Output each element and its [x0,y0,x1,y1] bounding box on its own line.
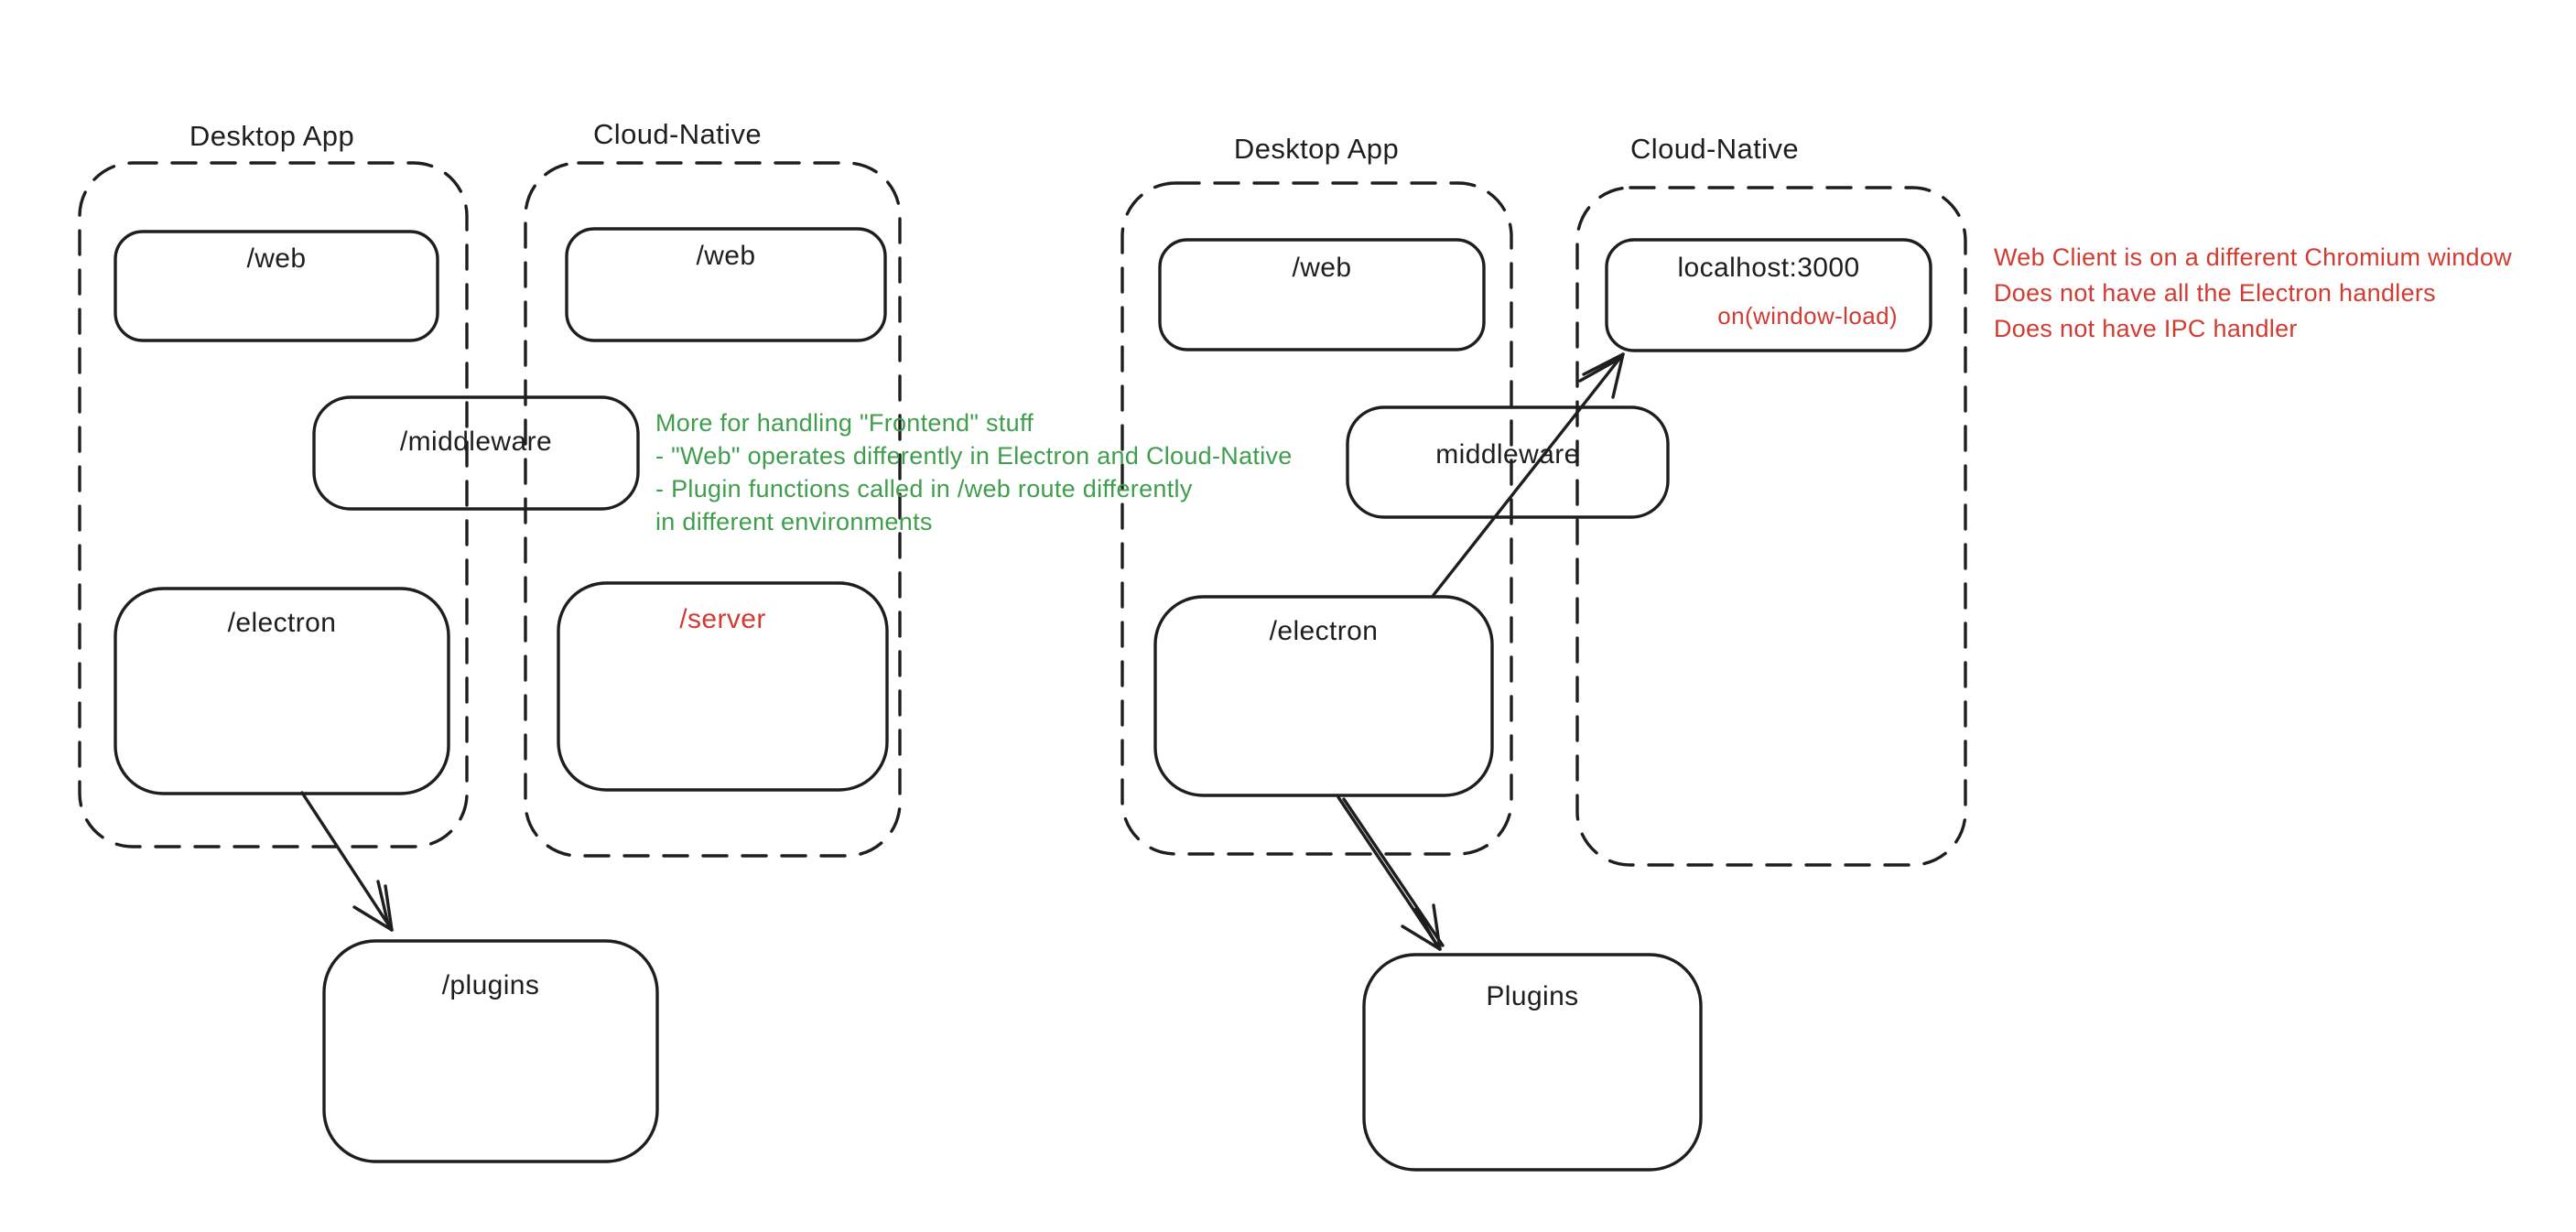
right-cloud-native-container [1575,186,1967,867]
left-desktop-app-title: Desktop App [189,120,355,152]
left-middleware-label: /middleware [399,427,553,457]
frontend-note-line: - "Web" operates differently in Electron… [655,442,1293,470]
web-client-note-line: Does not have all the Electron handlers [1994,279,2436,307]
right-desktop-app-title: Desktop App [1233,133,1400,165]
left-desktop-app-container [78,161,469,848]
arrow-right-electron-to-plugins [1337,795,1445,951]
left-web-cloud-box [565,227,887,342]
left-web-cloud-label: /web [696,241,756,271]
frontend-note-line: in different environments [655,508,933,535]
web-client-note: Web Client is on a different Chromium wi… [1994,240,2512,347]
right-electron-box [1153,595,1494,797]
frontend-note: More for handling "Frontend" stuff - "We… [655,406,1293,538]
right-middleware-box [1346,405,1670,519]
left-cloud-native-title: Cloud-Native [593,118,762,150]
right-web-box [1158,238,1486,351]
arrow-left-electron-to-plugins [300,791,394,932]
left-web-desktop-box [114,230,439,342]
right-localhost-label: localhost:3000 [1677,253,1860,283]
right-localhost-box [1605,238,1932,352]
left-server-label: /server [679,604,766,634]
right-window-load-label: on(window-load) [1717,302,1898,330]
right-middleware-label: middleware [1435,439,1580,470]
left-plugins-label: /plugins [441,970,540,1000]
right-web-label: /web [1292,253,1352,283]
left-electron-box [114,587,450,795]
web-client-note-line: Does not have IPC handler [1994,315,2298,342]
left-electron-label: /electron [227,608,337,638]
left-middleware-box [312,395,640,511]
arrow-right-electron-to-localhost [1432,352,1625,597]
left-server-box [557,581,889,792]
left-plugins-box [322,939,659,1163]
frontend-note-line: More for handling "Frontend" stuff [655,409,1034,437]
frontend-note-line: - Plugin functions called in /web route … [655,475,1193,503]
right-cloud-native-title: Cloud-Native [1630,133,1799,165]
right-plugins-label: Plugins [1486,981,1579,1011]
right-plugins-box [1362,953,1703,1172]
right-electron-label: /electron [1269,616,1379,646]
left-web-desktop-label: /web [246,243,307,274]
web-client-note-line: Web Client is on a different Chromium wi… [1994,243,2512,271]
